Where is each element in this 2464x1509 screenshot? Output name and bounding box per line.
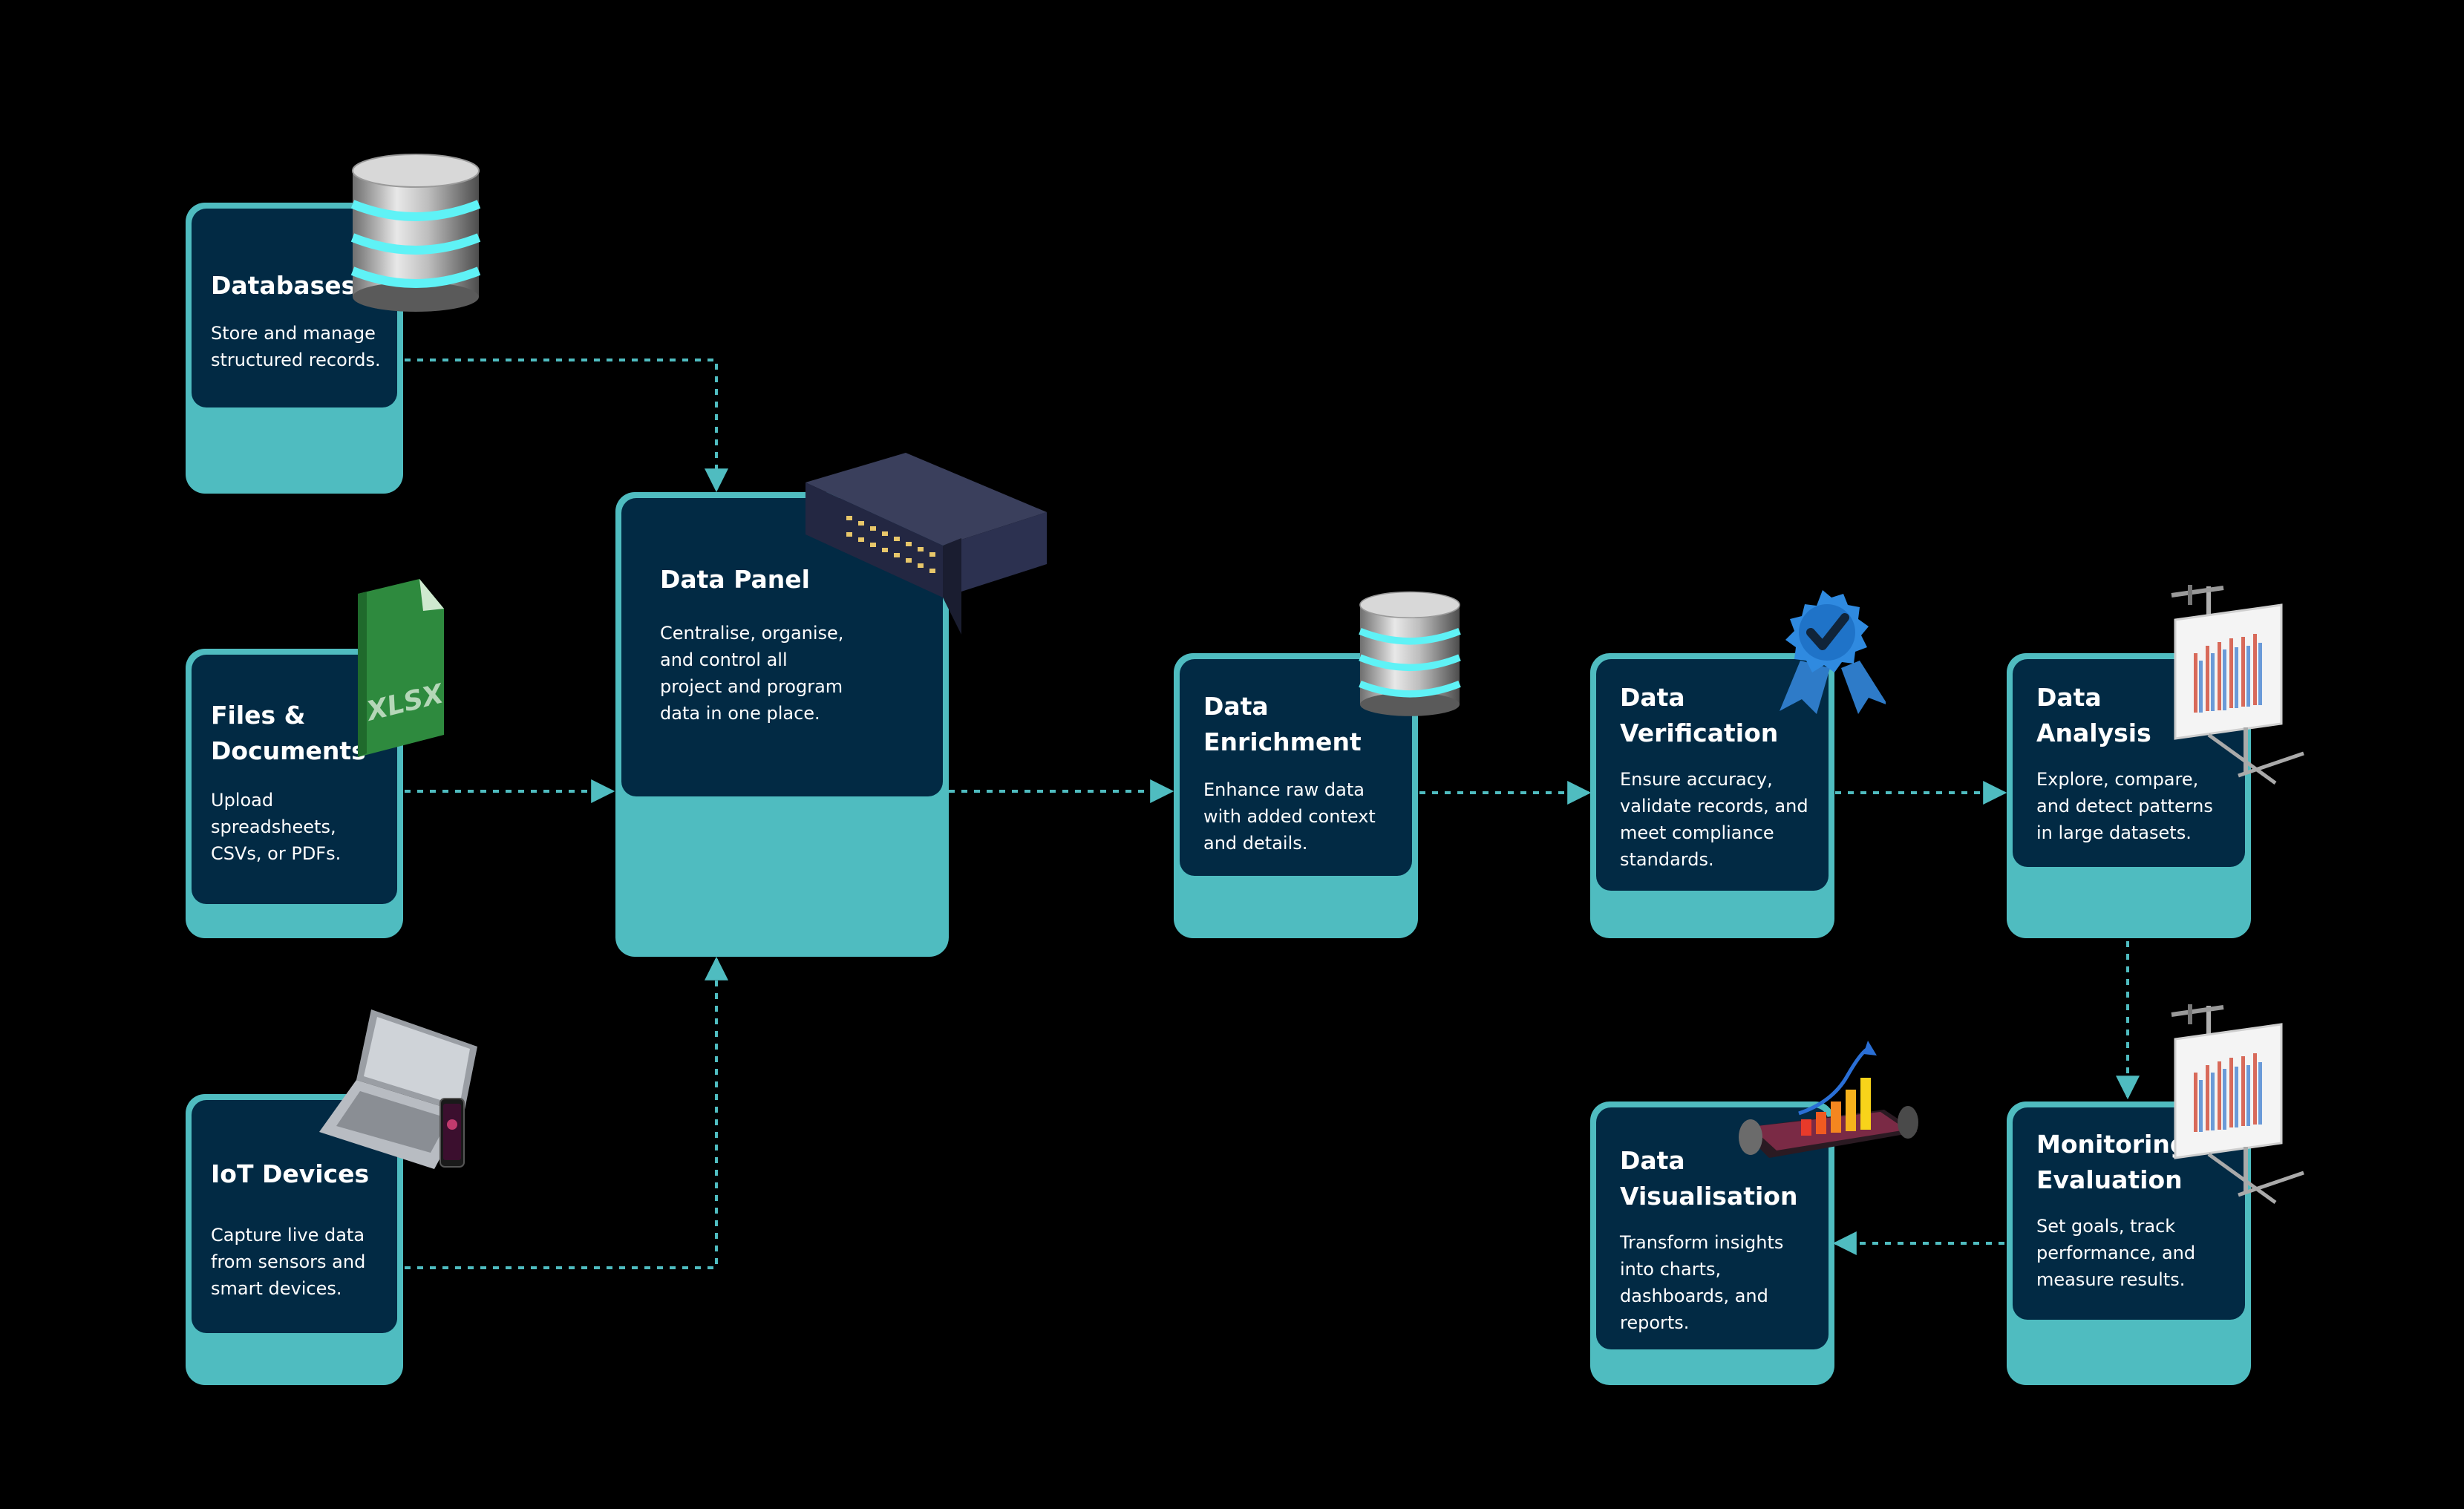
presentation-board-icon xyxy=(2171,585,2304,785)
database-icon xyxy=(1359,591,1461,716)
link-databases-panel xyxy=(405,359,728,493)
growth-chart-icon xyxy=(1739,1041,1918,1158)
node-title: Files &Documents xyxy=(211,701,366,765)
node-title: Data Panel xyxy=(660,565,810,594)
network-switch-icon xyxy=(805,453,1047,635)
node-title: IoT Devices xyxy=(211,1159,370,1188)
xlsx-file-icon: XLSX xyxy=(358,579,448,757)
laptop-phone-icon xyxy=(319,1009,477,1169)
presentation-board-icon xyxy=(2171,1004,2304,1205)
verified-badge-icon xyxy=(1780,590,1886,714)
database-icon xyxy=(350,154,481,312)
node-title: Databases xyxy=(211,271,356,300)
link-iot-panel xyxy=(405,956,728,1269)
